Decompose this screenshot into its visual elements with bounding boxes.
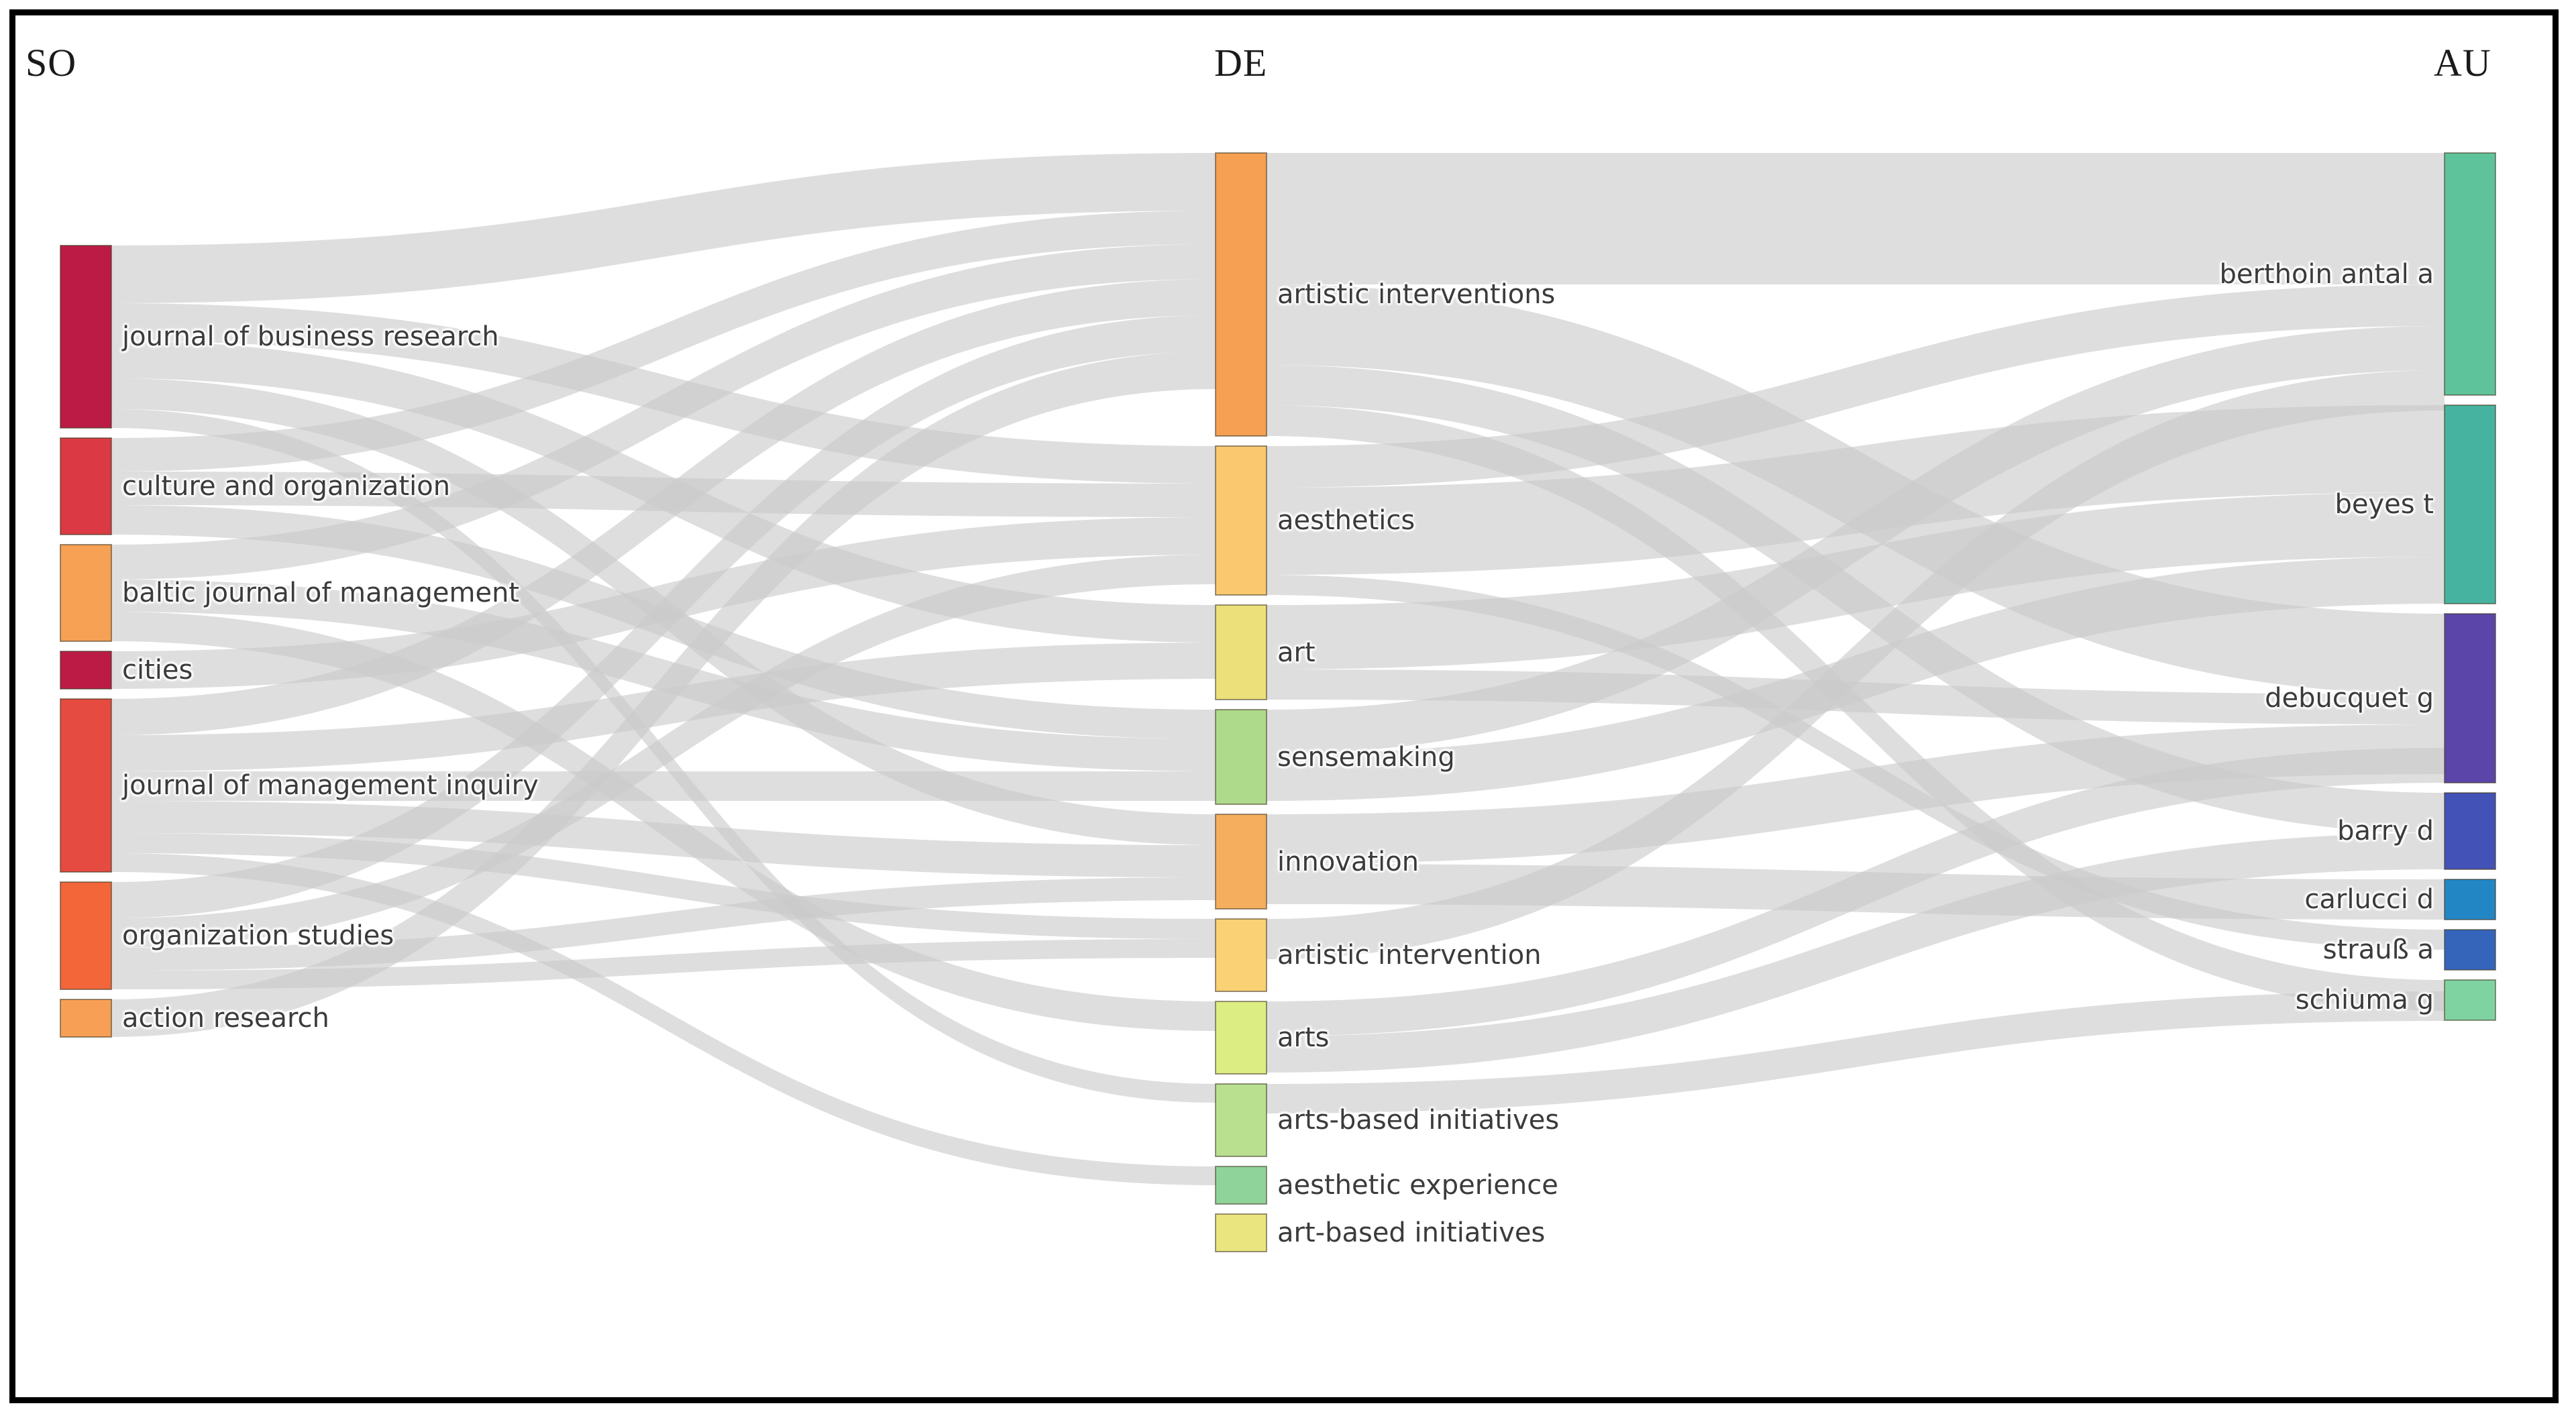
sankey-node-so5[interactable] [60,881,112,990]
sankey-node-au4[interactable] [2444,879,2496,920]
sankey-link[interactable] [111,771,1216,801]
sankey-node-so4[interactable] [60,698,112,873]
sankey-link[interactable] [111,351,1216,1037]
sankey-link[interactable] [1267,370,2445,959]
column-header-au: AU [2434,41,2491,85]
sankey-link[interactable] [1267,284,2445,488]
sankey-node-so2[interactable] [60,544,112,642]
sankey-node-au0[interactable] [2444,152,2496,396]
column-header-de: DE [1214,41,1268,85]
sankey-node-so1[interactable] [60,437,112,535]
sankey-link[interactable] [1267,492,2445,669]
sankey-link[interactable] [1267,575,2445,950]
sankey-link[interactable] [111,939,1216,989]
sankey-node-au6[interactable] [2444,979,2496,1021]
sankey-link[interactable] [111,279,1216,735]
link-group-de-au [1267,153,2445,1113]
node-group [60,152,2496,1252]
sankey-node-de6[interactable] [1215,1001,1267,1075]
sankey-link[interactable] [111,853,1216,1185]
sankey-link[interactable] [111,833,1216,939]
sankey-link[interactable] [111,244,1216,580]
sankey-link[interactable] [1267,724,2445,864]
sankey-node-de7[interactable] [1215,1083,1267,1157]
sankey-node-so6[interactable] [60,999,112,1038]
sankey-link[interactable] [1267,153,2445,284]
sankey-node-de0[interactable] [1215,152,1267,437]
sankey-node-de9[interactable] [1215,1213,1267,1252]
sankey-link[interactable] [111,315,1216,918]
sankey-node-de4[interactable] [1215,814,1267,910]
sankey-node-au1[interactable] [2444,404,2496,604]
column-header-so: SO [25,41,77,85]
sankey-link[interactable] [111,153,1216,303]
sankey-node-au2[interactable] [2444,613,2496,783]
sankey-node-de3[interactable] [1215,709,1267,805]
sankey-link[interactable] [1267,991,2445,1113]
sankey-link[interactable] [111,612,1216,1031]
link-group-so-de [111,153,1216,1185]
sankey-node-au5[interactable] [2444,929,2496,971]
sankey-node-so0[interactable] [60,245,112,429]
sankey-node-de5[interactable] [1215,918,1267,992]
sankey-node-de1[interactable] [1215,445,1267,596]
sankey-node-de8[interactable] [1215,1166,1267,1205]
sankey-node-au3[interactable] [2444,792,2496,870]
sankey-node-de2[interactable] [1215,604,1267,700]
sankey-node-so3[interactable] [60,651,112,690]
sankey-link[interactable] [1267,833,2445,1073]
sankey-link[interactable] [111,555,1216,948]
sankey-link[interactable] [111,211,1216,472]
sankey-link[interactable] [1267,326,2445,754]
sankey-link[interactable] [1267,748,2445,1036]
sankey-link[interactable] [111,801,1216,877]
